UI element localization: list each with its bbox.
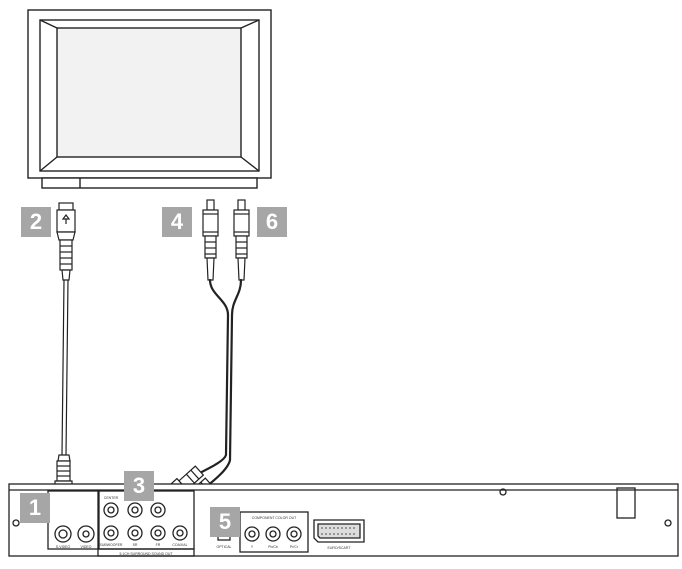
label-surround-out: 5.1CH SURROUND SOUND OUT bbox=[119, 552, 173, 556]
label-comp-y: Y bbox=[251, 545, 254, 549]
badge-2: 2 bbox=[21, 207, 51, 237]
label-fr: FR bbox=[156, 543, 161, 547]
badge-5: 5 bbox=[210, 507, 240, 537]
badge-6: 6 bbox=[257, 207, 287, 237]
badge-1: 1 bbox=[20, 493, 50, 523]
rca-plug-icon-right bbox=[233, 199, 250, 281]
badge-4: 4 bbox=[162, 207, 192, 237]
label-svideo: S-VIDEO bbox=[56, 545, 71, 549]
badge-3: 3 bbox=[124, 471, 154, 501]
label-subwoofer: SUBWOOFER bbox=[100, 543, 123, 547]
scart-connector-icon bbox=[313, 519, 365, 543]
label-comp-pb: Pb/Cb bbox=[268, 545, 278, 549]
label-optical: OPTICAL bbox=[217, 545, 232, 549]
audio-cable bbox=[188, 278, 243, 494]
label-euroscart: EURO/SCART bbox=[328, 546, 352, 550]
label-sr: SR bbox=[133, 543, 138, 547]
label-comp-pr: Pr/Cr bbox=[290, 545, 299, 549]
tv-icon bbox=[27, 9, 272, 189]
label-video: VIDEO bbox=[81, 545, 92, 549]
svideo-plug-icon bbox=[56, 202, 76, 281]
svideo-cable bbox=[61, 279, 69, 456]
label-component-title: COMPONENT COLOR OUT bbox=[252, 516, 297, 520]
label-coaxial: COAXIAL bbox=[172, 543, 187, 547]
rca-plug-icon bbox=[202, 199, 219, 281]
label-center: CENTER bbox=[104, 496, 119, 500]
